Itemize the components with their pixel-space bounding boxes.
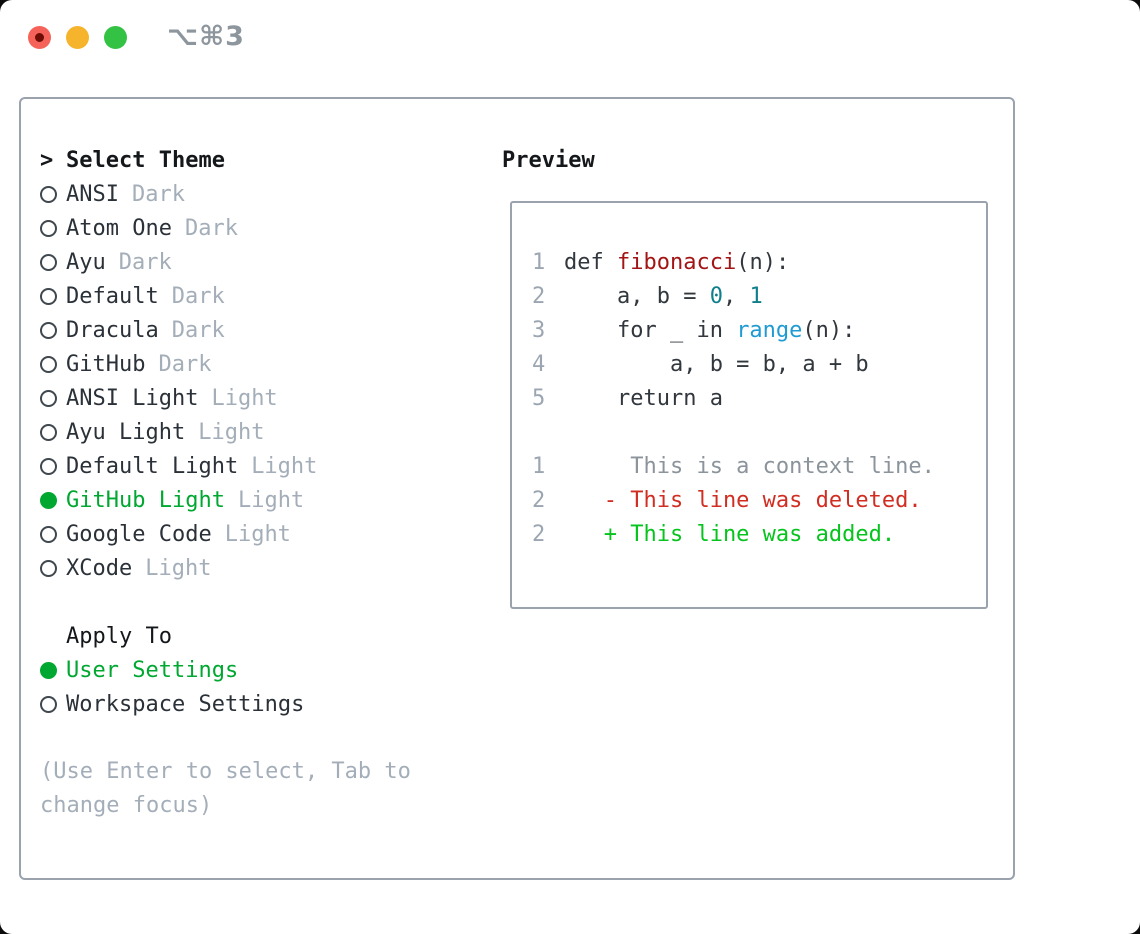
radio-icon xyxy=(40,559,57,577)
theme-option-xcode-light[interactable]: XCode Light xyxy=(40,551,411,585)
radio-selected-icon xyxy=(40,491,57,509)
radio-selected-icon xyxy=(40,661,57,679)
theme-option-github-dark[interactable]: GitHub Dark xyxy=(40,347,411,381)
line-number: 3 xyxy=(532,317,546,343)
builtin-token: range xyxy=(736,317,803,343)
diff-added-line: 2 + This line was added. xyxy=(532,521,896,547)
diff-context-line: 1 This is a context line. xyxy=(532,453,935,479)
radio-icon xyxy=(40,287,57,305)
theme-option-default-dark[interactable]: Default Dark xyxy=(40,279,411,313)
titlebar: ⌥⌘3 xyxy=(0,0,1140,72)
theme-option-ansi-dark[interactable]: ANSI Dark xyxy=(40,177,411,211)
radio-icon xyxy=(40,355,57,373)
line-number: 2 xyxy=(532,487,546,513)
apply-to-label: Apply To xyxy=(66,623,172,649)
diff-deleted-line: 2 - This line was deleted. xyxy=(532,487,922,513)
window-title: ⌥⌘3 xyxy=(167,21,245,52)
theme-selector-panel: > Select Theme ANSI Dark Atom One Dark A… xyxy=(19,97,1015,880)
theme-option-ayu-dark[interactable]: Ayu Dark xyxy=(40,245,411,279)
select-theme-header: > Select Theme xyxy=(40,143,411,177)
blank-line xyxy=(532,415,986,449)
radio-icon xyxy=(40,253,57,271)
code-line: 5 return a xyxy=(532,385,723,411)
minimize-button-icon[interactable] xyxy=(66,26,89,49)
theme-option-google-code-light[interactable]: Google Code Light xyxy=(40,517,411,551)
function-name-token: fibonacci xyxy=(616,249,737,275)
theme-option-ayu-light[interactable]: Ayu Light Light xyxy=(40,415,411,449)
code-line: 2 a, b = 0, 1 xyxy=(532,283,763,309)
radio-icon xyxy=(40,219,57,237)
radio-icon xyxy=(40,457,57,475)
radio-icon xyxy=(40,321,57,339)
code-line: 3 for _ in range(n): xyxy=(532,317,856,343)
theme-option-atom-one-dark[interactable]: Atom One Dark xyxy=(40,211,411,245)
line-number: 1 xyxy=(532,249,546,275)
theme-option-ansi-light[interactable]: ANSI Light Light xyxy=(40,381,411,415)
line-number: 4 xyxy=(532,351,546,377)
line-number: 2 xyxy=(532,283,546,309)
theme-list: > Select Theme ANSI Dark Atom One Dark A… xyxy=(40,143,411,823)
keyboard-hint-line-1: (Use Enter to select, Tab to xyxy=(40,759,411,784)
radio-icon xyxy=(40,185,57,203)
preview-title: Preview xyxy=(502,147,595,173)
select-theme-label: Select Theme xyxy=(66,147,225,173)
close-button-icon[interactable] xyxy=(28,26,51,49)
number-literal-token: 1 xyxy=(749,283,763,309)
radio-icon xyxy=(40,423,57,441)
radio-icon xyxy=(40,695,57,713)
theme-option-default-light[interactable]: Default Light Light xyxy=(40,449,411,483)
apply-to-header: Apply To xyxy=(40,619,411,653)
number-literal-token: 0 xyxy=(709,283,723,309)
prompt-icon: > xyxy=(40,147,54,173)
apply-option-user-settings[interactable]: User Settings xyxy=(40,653,411,687)
theme-option-dracula-dark[interactable]: Dracula Dark xyxy=(40,313,411,347)
code-line: 4 a, b = b, a + b xyxy=(532,351,869,377)
radio-icon xyxy=(40,525,57,543)
keyboard-hint-line-2: change focus) xyxy=(40,793,213,818)
line-number: 2 xyxy=(532,521,546,547)
traffic-lights xyxy=(28,26,127,49)
line-number: 5 xyxy=(532,385,546,411)
radio-icon xyxy=(40,389,57,407)
zoom-button-icon[interactable] xyxy=(104,26,127,49)
apply-option-workspace-settings[interactable]: Workspace Settings xyxy=(40,687,411,721)
theme-option-github-light[interactable]: GitHub Light Light xyxy=(40,483,411,517)
line-number: 1 xyxy=(532,453,546,479)
